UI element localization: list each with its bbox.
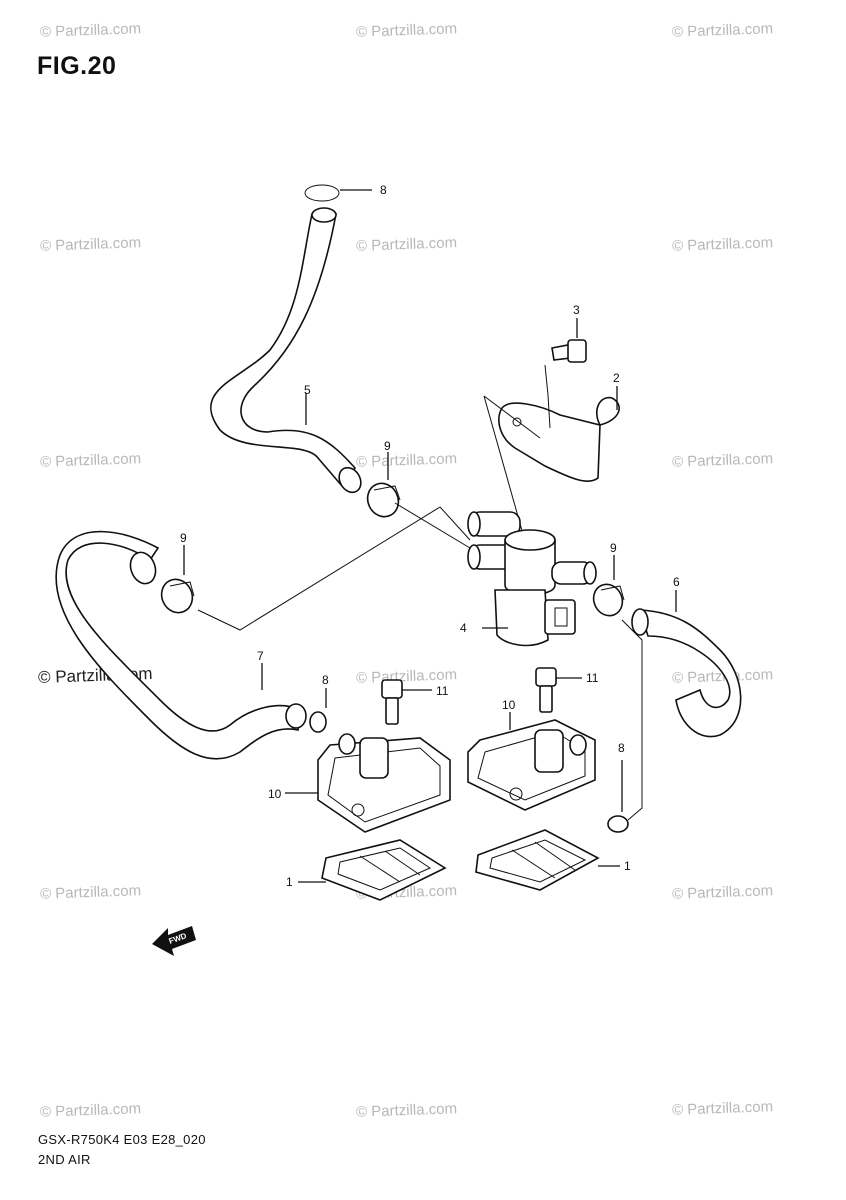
callout-11: 11: [436, 684, 449, 698]
o-ring-right: [607, 760, 629, 833]
section-name: 2ND AIR: [38, 1152, 91, 1167]
callout-7: 7: [257, 649, 264, 663]
bolt-11-left: [381, 679, 432, 725]
reed-valve-cover-right: [467, 712, 596, 811]
hose-6: [631, 590, 742, 738]
callout-2: 2: [613, 371, 620, 385]
clamp-9-right: [592, 555, 625, 617]
callout-1: 1: [624, 859, 631, 873]
callout-8: 8: [618, 741, 625, 755]
bracket-2: [498, 386, 620, 482]
o-ring-left: [309, 688, 327, 733]
callout-10: 10: [502, 698, 516, 712]
o-ring-top: [304, 184, 372, 202]
figure-title: FIG.20: [37, 52, 117, 80]
reed-valve-left: [298, 839, 447, 901]
callout-10: 10: [268, 787, 282, 801]
callout-9: 9: [384, 439, 391, 453]
fwd-arrow: FWD: [152, 926, 196, 956]
callout-9: 9: [610, 541, 617, 555]
callout-1: 1: [286, 875, 293, 889]
bolt-11-right: [535, 667, 582, 713]
bolt-3: [551, 318, 587, 363]
reed-valve-right: [475, 829, 620, 891]
callout-9: 9: [180, 531, 187, 545]
hose-7: [55, 530, 307, 760]
hose-5: [210, 207, 362, 494]
callout-5: 5: [304, 383, 311, 397]
clamp-9-left: [160, 545, 195, 614]
callout-8: 8: [380, 183, 387, 197]
callout-6: 6: [673, 575, 680, 589]
model-code: GSX-R750K4 E03 E28_020: [38, 1132, 206, 1147]
clamp-9-upper: [366, 452, 401, 518]
callout-8: 8: [322, 673, 329, 687]
callout-3: 3: [573, 303, 580, 317]
pair-valve-4: [467, 511, 597, 647]
callout-11: 11: [586, 671, 599, 685]
reed-valve-cover-left: [285, 733, 451, 833]
callout-4: 4: [460, 621, 467, 635]
